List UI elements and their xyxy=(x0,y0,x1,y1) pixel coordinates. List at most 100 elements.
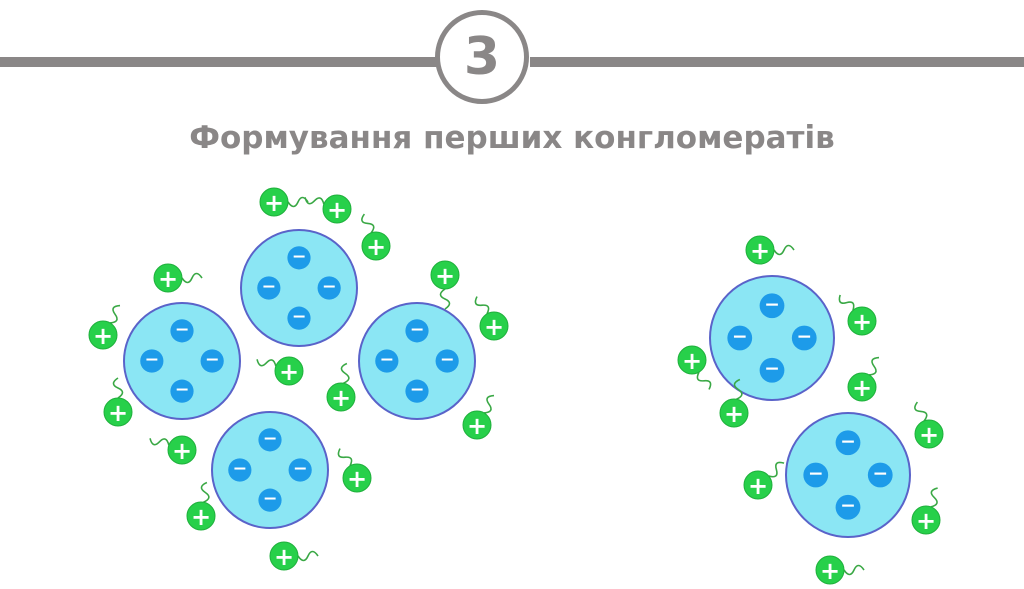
ion-tail xyxy=(868,356,880,376)
ion-tail xyxy=(304,197,325,205)
svg-text:−: − xyxy=(440,350,455,370)
svg-text:−: − xyxy=(145,350,160,370)
svg-text:−: − xyxy=(840,431,856,452)
svg-text:−: − xyxy=(292,247,307,267)
negative-ion: − xyxy=(258,428,282,452)
svg-text:+: + xyxy=(274,543,294,571)
svg-text:+: + xyxy=(264,189,284,217)
ion-tail xyxy=(109,304,121,324)
ion-tail xyxy=(200,481,210,503)
particle-core xyxy=(123,302,241,420)
svg-text:+: + xyxy=(108,399,128,427)
particle-core xyxy=(211,411,329,529)
svg-text:−: − xyxy=(293,459,308,479)
positive-counter-ion: + xyxy=(337,448,372,493)
negative-ion: − xyxy=(170,379,194,403)
ion-tail xyxy=(340,362,350,384)
step-number: 3 xyxy=(463,27,501,87)
negative-ion: − xyxy=(867,462,893,488)
positive-counter-ion: + xyxy=(847,356,880,402)
svg-text:+: + xyxy=(467,412,487,440)
positive-counter-ion: + xyxy=(719,378,749,428)
svg-text:−: − xyxy=(808,464,824,485)
positive-counter-ion: + xyxy=(153,263,203,293)
ion-tail xyxy=(696,371,712,390)
conglomerate-two-particles: −−−−−−−−+++++++++ xyxy=(677,235,944,585)
header-rule-left xyxy=(0,57,440,67)
colloid-particle: −−−− xyxy=(123,302,241,420)
negative-ion: − xyxy=(287,246,311,270)
colloid-particle: −−−− xyxy=(785,412,911,538)
svg-text:+: + xyxy=(484,313,504,341)
particle-core xyxy=(358,302,476,420)
ion-tail xyxy=(843,564,865,576)
positive-counter-ion: + xyxy=(361,213,391,261)
ion-tail xyxy=(768,461,785,478)
svg-text:−: − xyxy=(205,350,220,370)
positive-counter-ion: + xyxy=(430,260,460,310)
svg-text:−: − xyxy=(233,459,248,479)
positive-counter-ion: + xyxy=(815,555,865,585)
negative-ion: − xyxy=(200,349,224,373)
svg-text:−: − xyxy=(292,307,307,327)
negative-ion: − xyxy=(287,306,311,330)
conglomerate-diagram: −−−−−−−−−−−−−−−−+++++++++++++++ −−−−−−−−… xyxy=(88,187,944,585)
negative-ion: − xyxy=(317,276,341,300)
ion-tail xyxy=(773,244,795,256)
ion-tail xyxy=(297,550,319,562)
svg-text:−: − xyxy=(872,464,888,485)
negative-ion: − xyxy=(375,349,399,373)
svg-text:−: − xyxy=(410,320,425,340)
negative-ion: − xyxy=(791,325,817,351)
svg-text:+: + xyxy=(916,507,936,535)
ion-tail xyxy=(914,401,928,422)
positive-counter-ion: + xyxy=(256,356,304,386)
negative-ion: − xyxy=(257,276,281,300)
ion-tail xyxy=(112,377,124,399)
negative-ion: − xyxy=(405,379,429,403)
positive-counter-ion: + xyxy=(186,481,216,531)
svg-text:+: + xyxy=(93,322,113,350)
header-rule-right xyxy=(530,57,1024,67)
positive-counter-ion: + xyxy=(149,435,197,465)
colloid-particle: −−−− xyxy=(358,302,476,420)
negative-ion: − xyxy=(228,458,252,482)
ion-tail xyxy=(483,394,495,414)
svg-text:−: − xyxy=(764,359,780,380)
svg-text:−: − xyxy=(732,327,748,348)
negative-ion: − xyxy=(727,325,753,351)
svg-text:+: + xyxy=(172,437,192,465)
svg-text:+: + xyxy=(279,358,299,386)
svg-text:+: + xyxy=(919,421,939,449)
svg-text:+: + xyxy=(366,233,386,261)
positive-counter-ion: + xyxy=(269,541,319,571)
negative-ion: − xyxy=(803,462,829,488)
svg-text:−: − xyxy=(764,294,780,315)
svg-text:−: − xyxy=(262,277,277,297)
positive-counter-ion: + xyxy=(838,294,877,336)
positive-counter-ion: + xyxy=(743,461,785,500)
ion-tail xyxy=(361,213,375,234)
ion-tail xyxy=(474,296,490,315)
positive-counter-ion: + xyxy=(474,296,509,341)
negative-ion: − xyxy=(759,357,785,383)
svg-text:+: + xyxy=(852,308,872,336)
page-title: Формування перших конгломератів xyxy=(189,120,835,156)
positive-counter-ion: + xyxy=(677,345,712,390)
positive-counter-ion: + xyxy=(259,187,309,217)
negative-ion: − xyxy=(140,349,164,373)
colloid-particle: −−−− xyxy=(211,411,329,529)
positive-counter-ion: + xyxy=(103,377,133,427)
positive-counter-ion: + xyxy=(745,235,795,265)
ion-tail xyxy=(256,359,277,367)
svg-text:+: + xyxy=(724,400,744,428)
svg-text:+: + xyxy=(682,347,702,375)
negative-ion: − xyxy=(435,349,459,373)
ion-tail xyxy=(930,487,938,508)
negative-ion: − xyxy=(405,319,429,343)
svg-text:−: − xyxy=(410,380,425,400)
ion-tail xyxy=(733,378,743,400)
svg-text:+: + xyxy=(748,472,768,500)
svg-text:−: − xyxy=(263,489,278,509)
svg-text:−: − xyxy=(796,327,812,348)
